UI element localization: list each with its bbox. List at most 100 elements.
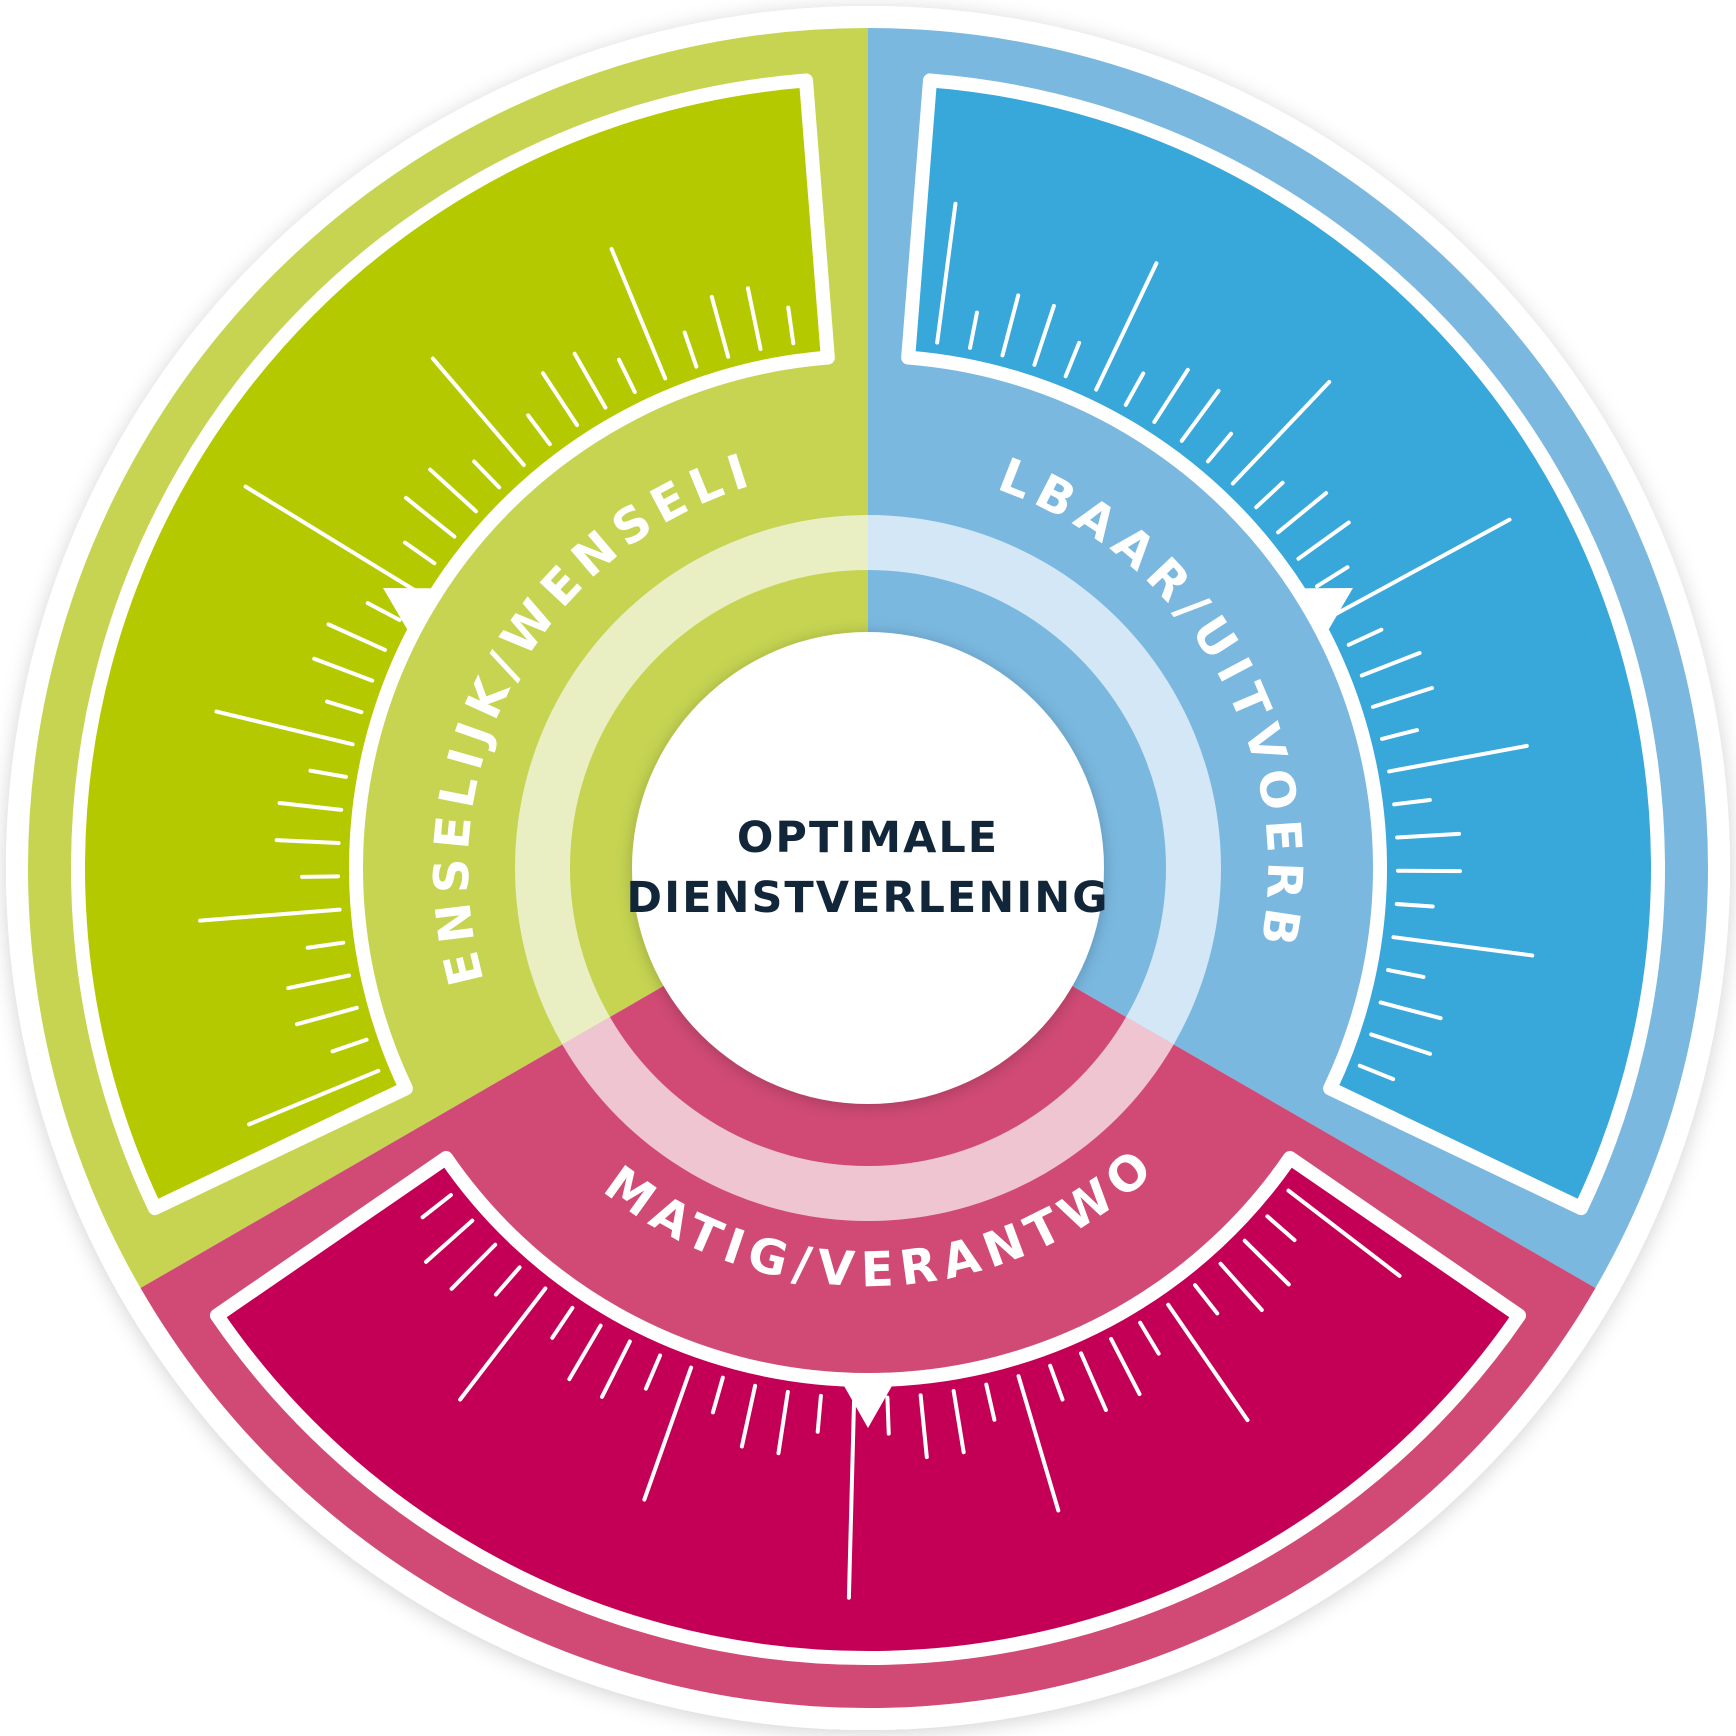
tick-mark (449, 1242, 498, 1291)
tick-mark (1063, 340, 1082, 379)
tick-mark (312, 656, 375, 683)
tick-mark (326, 622, 387, 652)
ring-sector-doelmatig (562, 1017, 1174, 1222)
tick-mark (1179, 388, 1221, 443)
tick-mark (846, 1395, 857, 1600)
tick-mark (1346, 627, 1384, 647)
center-title-line1: OPTIMALE (737, 813, 999, 863)
center-title-line2: DIENSTVERLENING (626, 873, 1109, 923)
tick-mark (1205, 431, 1234, 464)
tick-mark (682, 330, 699, 369)
tick-mark (330, 1037, 369, 1054)
tick-mark (745, 286, 763, 352)
tick-mark (1032, 303, 1056, 367)
tick-mark (600, 1339, 632, 1399)
tick-mark (1391, 935, 1535, 958)
tick-mark (815, 1393, 823, 1434)
tick-mark (1048, 1363, 1065, 1402)
tick-mark (277, 801, 344, 812)
tick-mark (642, 1365, 694, 1502)
tick-mark (1380, 728, 1419, 741)
tick-mark (493, 1265, 522, 1297)
tick-mark (709, 294, 731, 359)
tick-mark (1314, 565, 1350, 589)
tick-mark (294, 1005, 359, 1027)
tick-mark (1359, 650, 1422, 678)
center-circle (632, 632, 1104, 1104)
tick-mark (1193, 1283, 1220, 1316)
tick-mark (1276, 491, 1329, 535)
tick-mark (402, 540, 437, 566)
tick-mark (616, 357, 637, 395)
tick-marks (198, 201, 1535, 1600)
tick-mark (458, 1286, 548, 1402)
tick-mark (984, 1382, 997, 1422)
tick-mark (1296, 520, 1351, 561)
tick-mark (1357, 1063, 1396, 1082)
tick-mark (286, 973, 352, 991)
tick-mark (305, 940, 346, 950)
tick-mark (526, 413, 552, 447)
tick-mark (308, 768, 348, 779)
tick-mark (214, 709, 355, 747)
tick-mark (572, 351, 608, 410)
tick-mark (472, 459, 502, 490)
inner-band-haalbaar (901, 73, 1665, 1216)
segment-pointers (383, 588, 1353, 1428)
tick-mark (609, 247, 668, 381)
pointer-menselijk (383, 588, 444, 641)
tick-mark (325, 699, 364, 715)
tick-mark (243, 484, 419, 594)
tick-mark (968, 310, 979, 350)
tick-mark (274, 838, 341, 846)
ring-sector-menselijk (514, 515, 868, 1045)
tick-mark (1286, 1188, 1402, 1278)
tick-mark (1218, 1261, 1264, 1313)
tick-mark (540, 371, 580, 428)
tick-mark (300, 874, 341, 879)
tick-mark (710, 1375, 725, 1415)
tick-mark (885, 1395, 891, 1436)
tick-mark (403, 495, 457, 539)
tick-mark (1392, 798, 1432, 807)
tick-mark (1254, 480, 1285, 510)
tick-mark (951, 1389, 966, 1455)
tick-mark (1109, 1336, 1142, 1397)
tick-mark (420, 1193, 453, 1220)
tick-mark (1370, 686, 1434, 709)
pointer-doelmatig (837, 1375, 899, 1428)
tick-mark (567, 1323, 603, 1382)
tick-mark (1016, 1374, 1061, 1513)
tick-mark (1166, 1302, 1250, 1423)
tick-mark (1331, 517, 1512, 618)
tick-mark (935, 201, 958, 345)
tick-mark (550, 1305, 575, 1340)
tick-mark (430, 356, 526, 467)
tick-mark (1000, 293, 1021, 358)
tick-mark (1123, 371, 1146, 407)
tick-mark (1242, 1238, 1291, 1287)
tick-mark (1378, 1000, 1443, 1021)
tick-mark (1265, 1214, 1297, 1243)
tick-mark (1395, 831, 1462, 840)
tick-mark (1394, 902, 1435, 909)
tick-mark (365, 601, 402, 622)
tick-mark (1387, 743, 1529, 774)
tick-mark (1138, 1320, 1161, 1356)
tick-mark (1369, 1032, 1433, 1056)
inner-band-menselijk (71, 73, 835, 1216)
tick-mark (1079, 1351, 1108, 1413)
tick-mark (739, 1383, 758, 1449)
tick-mark (1152, 367, 1190, 424)
tick-mark (1230, 380, 1332, 486)
tick-mark (1094, 261, 1159, 392)
tick-mark (247, 1068, 381, 1127)
tick-mark (1386, 968, 1426, 979)
tick-mark (643, 1353, 663, 1391)
tick-mark (198, 907, 342, 923)
tick-mark (776, 1389, 790, 1456)
tick-mark (428, 467, 478, 514)
tick-mark (423, 1218, 475, 1264)
